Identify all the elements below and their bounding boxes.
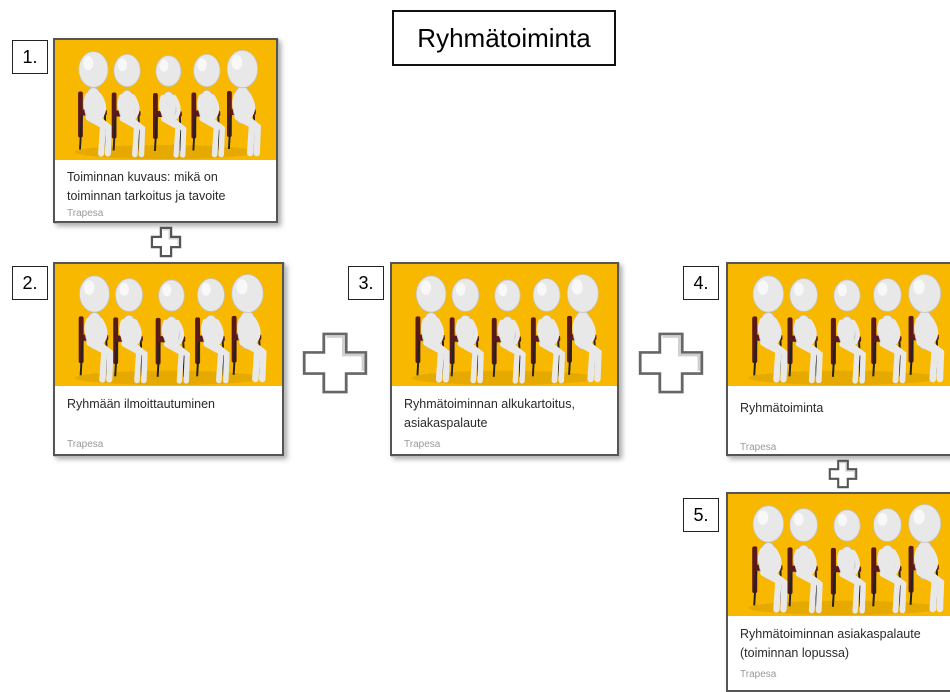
step-card-5[interactable]: Ryhmätoiminnan asiakaspalaute (toiminnan… [726,492,950,692]
group-discussion-illustration [55,40,276,160]
card-caption: Ryhmätoiminnan alkukartoitus, asiakaspal… [404,397,575,430]
group-discussion-illustration [55,264,282,386]
page-title: Ryhmätoiminta [392,10,616,66]
step-card-3[interactable]: Ryhmätoiminnan alkukartoitus, asiakaspal… [390,262,619,456]
card-source: Trapesa [740,442,777,453]
group-discussion-illustration [728,264,950,386]
plus-icon [828,459,858,489]
plus-icon [636,330,706,396]
card-caption: Ryhmätoiminta [740,401,824,415]
plus-icon [300,330,370,396]
step-card-2[interactable]: Ryhmään ilmoittautuminen Trapesa [53,262,284,456]
step-card-1[interactable]: Toiminnan kuvaus: mikä on toiminnan tark… [53,38,278,223]
card-source: Trapesa [404,439,441,450]
plus-icon [150,226,182,258]
card-caption: Ryhmään ilmoittautuminen [67,397,215,411]
step-number-2: 2. [12,266,48,300]
card-caption: Ryhmätoiminnan asiakaspalaute (toiminnan… [740,627,921,660]
card-source: Trapesa [67,439,104,450]
step-number-4: 4. [683,266,719,300]
group-discussion-illustration [392,264,617,386]
card-source: Trapesa [67,208,104,219]
step-number-1: 1. [12,40,48,74]
step-number-5: 5. [683,498,719,532]
card-source: Trapesa [740,669,777,680]
step-number-3: 3. [348,266,384,300]
step-card-4[interactable]: Ryhmätoiminta Trapesa [726,262,950,456]
card-caption: Toiminnan kuvaus: mikä on toiminnan tark… [67,170,226,203]
group-discussion-illustration [728,494,950,616]
